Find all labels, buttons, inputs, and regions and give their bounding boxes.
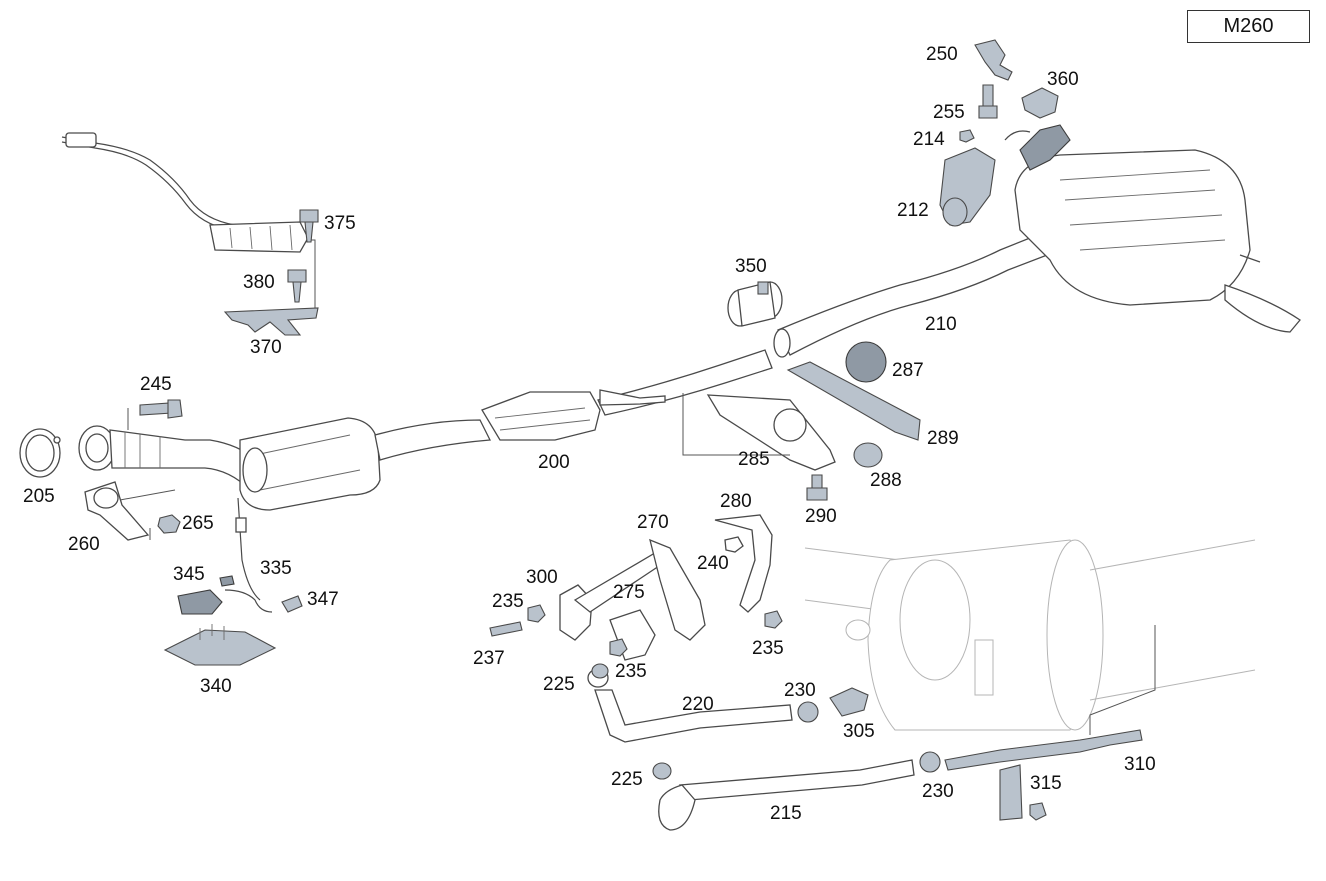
- background-tank-drawing: [804, 539, 1256, 731]
- label-215: 215: [770, 803, 802, 824]
- bracket-370: [223, 307, 319, 336]
- temperature-sensor-335: [224, 497, 273, 613]
- label-375: 375: [324, 213, 356, 234]
- label-245: 245: [140, 374, 172, 395]
- rear-pipe-210: [773, 231, 1056, 358]
- label-360: 360: [1047, 69, 1079, 90]
- label-225-b: 225: [611, 769, 643, 790]
- clip-345a: [219, 575, 235, 587]
- label-270: 270: [637, 512, 669, 533]
- bolt-245: [127, 399, 183, 430]
- model-code-box: M260: [1187, 10, 1310, 43]
- bracket-340: [163, 629, 277, 666]
- sensor-250: [974, 39, 1013, 81]
- label-235-c: 235: [615, 661, 647, 682]
- nut-235a: [527, 604, 546, 623]
- valve-bracket-assembly: [559, 538, 706, 661]
- nut-235b: [764, 610, 783, 629]
- label-210: 210: [925, 314, 957, 335]
- label-287: 287: [892, 360, 924, 381]
- bracket-260: [84, 481, 176, 541]
- label-315: 315: [1030, 773, 1062, 794]
- center-catalyst-200: [481, 349, 773, 441]
- clamp-225b: [652, 762, 672, 780]
- bracket-315: [999, 764, 1023, 821]
- label-230-b: 230: [922, 781, 954, 802]
- label-335: 335: [260, 558, 292, 579]
- nut-214: [959, 129, 975, 143]
- label-200: 200: [538, 452, 570, 473]
- connector-345: [177, 589, 223, 615]
- label-285: 285: [738, 449, 770, 470]
- label-310: 310: [1124, 754, 1156, 775]
- label-260: 260: [68, 534, 100, 555]
- screw-315: [1029, 802, 1047, 821]
- hose-215: [658, 759, 915, 831]
- label-380: 380: [243, 272, 275, 293]
- label-225-a: 225: [543, 674, 575, 695]
- label-265: 265: [182, 513, 214, 534]
- screw-375: [299, 209, 319, 243]
- label-275: 275: [613, 582, 645, 603]
- clamp-230b: [919, 751, 941, 773]
- label-370: 370: [250, 337, 282, 358]
- bracket-280: [714, 514, 773, 613]
- label-205: 205: [23, 486, 55, 507]
- oxygen-sensor-harness: [61, 132, 316, 310]
- valve-linkage: [1004, 124, 1071, 171]
- rear-silencer: [1014, 149, 1301, 333]
- label-340: 340: [200, 676, 232, 697]
- label-290: 290: [805, 506, 837, 527]
- label-345: 345: [173, 564, 205, 585]
- nut-265: [157, 514, 181, 534]
- label-240: 240: [697, 553, 729, 574]
- screw-290: [806, 474, 828, 501]
- screw-255: [978, 84, 998, 119]
- label-350: 350: [735, 256, 767, 277]
- label-250: 250: [926, 44, 958, 65]
- label-289: 289: [927, 428, 959, 449]
- line-310: [944, 625, 1156, 771]
- label-305: 305: [843, 721, 875, 742]
- bolt-237: [489, 621, 523, 637]
- label-280: 280: [720, 491, 752, 512]
- label-235-b: 235: [752, 638, 784, 659]
- clamp-230a: [797, 701, 819, 723]
- nut-235c: [609, 638, 628, 657]
- adapter-305: [829, 687, 869, 717]
- mount-287: [845, 341, 887, 383]
- bracket-360: [1021, 87, 1059, 119]
- screw-380: [287, 269, 307, 303]
- clamp-225a: [591, 663, 609, 679]
- label-212: 212: [897, 200, 929, 221]
- bracket-289: [786, 361, 921, 441]
- actuator-212: [939, 147, 996, 227]
- mount-288: [853, 442, 883, 468]
- label-237: 237: [473, 648, 505, 669]
- label-214: 214: [913, 129, 945, 150]
- front-exhaust-pipe: [19, 417, 492, 511]
- bracket-285: [682, 393, 836, 471]
- label-300: 300: [526, 567, 558, 588]
- label-220: 220: [682, 694, 714, 715]
- clip-347: [281, 595, 303, 613]
- label-235-a: 235: [492, 591, 524, 612]
- label-347: 347: [307, 589, 339, 610]
- label-255: 255: [933, 102, 965, 123]
- nut-240: [724, 536, 744, 553]
- clamp-350: [727, 281, 783, 327]
- label-230-a: 230: [784, 680, 816, 701]
- label-288: 288: [870, 470, 902, 491]
